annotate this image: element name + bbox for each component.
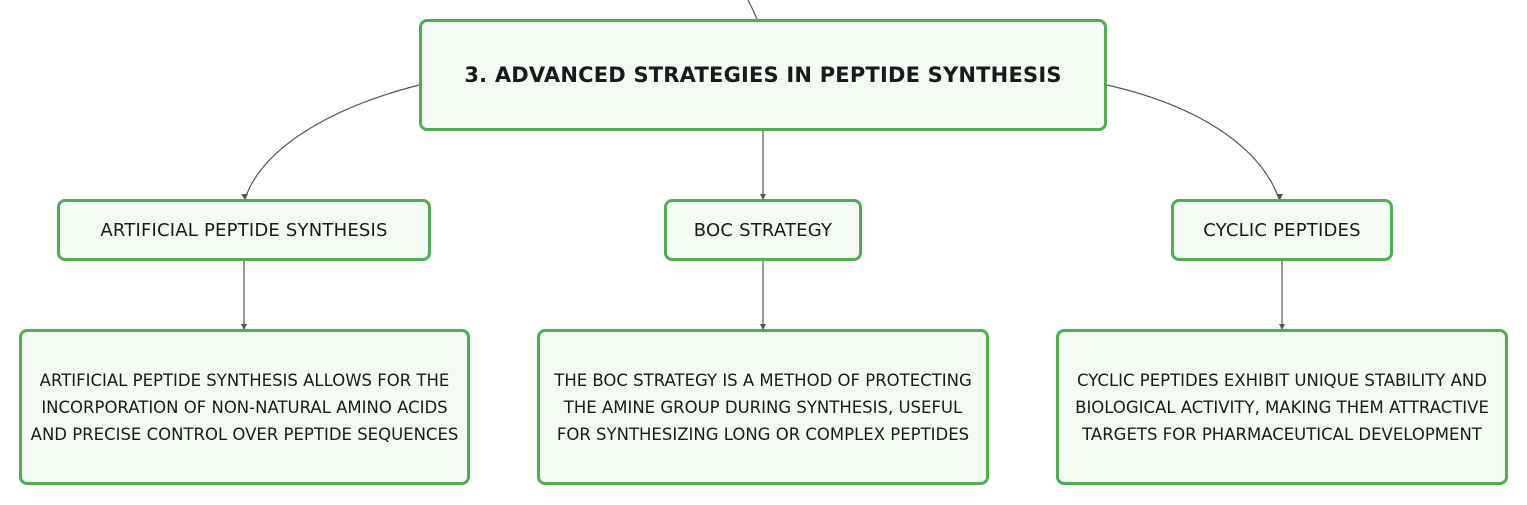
root-node-label: 3. ADVANCED STRATEGIES IN PEPTIDE SYNTHE… xyxy=(464,63,1062,87)
connector-root-to-cyclic xyxy=(1106,84,1280,200)
arrowhead-boc-description xyxy=(760,324,766,330)
root-node[interactable]: 3. ADVANCED STRATEGIES IN PEPTIDE SYNTHE… xyxy=(419,19,1107,131)
connector-from-parent xyxy=(747,0,758,20)
arrowhead-artificial-description xyxy=(241,324,247,330)
topic-node-label: CYCLIC PEPTIDES xyxy=(1203,219,1361,241)
description-text: CYCLIC PEPTIDES EXHIBIT UNIQUE STABILITY… xyxy=(1075,370,1489,444)
description-node-boc-strategy[interactable]: THE BOC STRATEGY IS A METHOD OF PROTECTI… xyxy=(537,329,989,485)
description-node-artificial-peptide-synthesis[interactable]: ARTIFICIAL PEPTIDE SYNTHESIS ALLOWS FOR … xyxy=(19,329,470,485)
description-text: THE BOC STRATEGY IS A METHOD OF PROTECTI… xyxy=(554,370,972,444)
description-text: ARTIFICIAL PEPTIDE SYNTHESIS ALLOWS FOR … xyxy=(30,370,459,444)
topic-node-artificial-peptide-synthesis[interactable]: ARTIFICIAL PEPTIDE SYNTHESIS xyxy=(57,199,431,261)
arrowhead-cyclic-description xyxy=(1279,324,1285,330)
topic-node-boc-strategy[interactable]: BOC STRATEGY xyxy=(664,199,862,261)
arrowhead-boc xyxy=(760,194,766,200)
topic-node-cyclic-peptides[interactable]: CYCLIC PEPTIDES xyxy=(1171,199,1393,261)
connector-root-to-artificial xyxy=(244,84,420,200)
arrowhead-artificial xyxy=(241,194,248,200)
topic-node-label: ARTIFICIAL PEPTIDE SYNTHESIS xyxy=(100,219,388,241)
arrowhead-cyclic xyxy=(1276,194,1283,200)
description-node-cyclic-peptides[interactable]: CYCLIC PEPTIDES EXHIBIT UNIQUE STABILITY… xyxy=(1056,329,1508,485)
topic-node-label: BOC STRATEGY xyxy=(693,219,833,241)
